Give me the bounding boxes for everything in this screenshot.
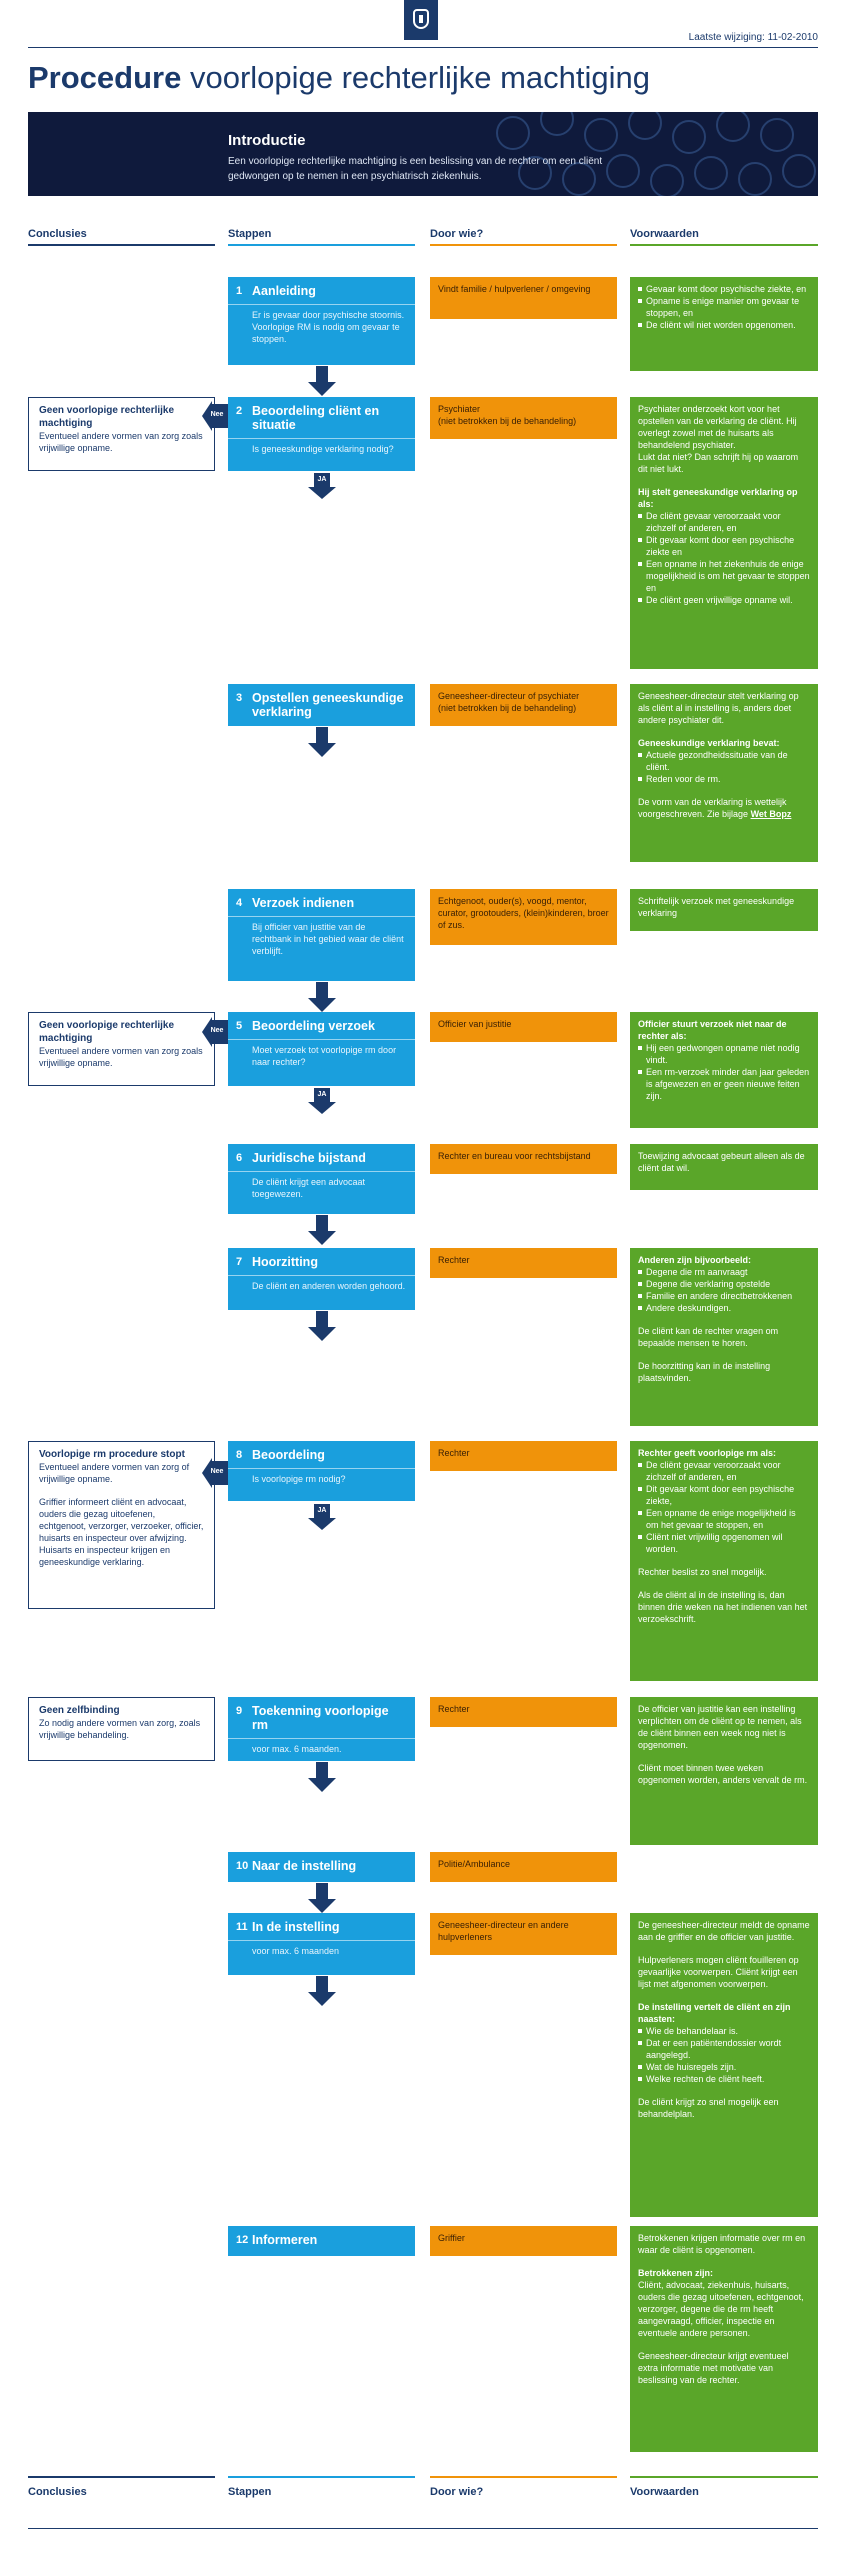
who-3: Geneesheer-directeur of psychiater (niet… <box>430 684 617 726</box>
who-10: Politie/Ambulance <box>430 1852 617 1882</box>
nee-arrow-icon: Nee <box>202 1017 228 1047</box>
down-arrow-icon <box>308 1883 336 1913</box>
government-logo <box>404 0 438 40</box>
cond-6: Toewijzing advocaat gebeurt alleen als d… <box>630 1144 818 1190</box>
down-arrow-icon <box>308 1762 336 1792</box>
conclusion-2: Geen voorlopige rechterlijke machtiging … <box>28 1012 215 1086</box>
col-line-conclusies <box>28 244 215 246</box>
conclusion-1: Geen voorlopige rechterlijke machtiging … <box>28 397 215 471</box>
title-bold: Procedure <box>28 60 182 95</box>
wet-bopz-link[interactable]: Wet Bopz <box>750 809 792 819</box>
nee-arrow-icon: Nee <box>202 1458 228 1488</box>
who-4: Echtgenoot, ouder(s), voogd, mentor, cur… <box>430 889 617 945</box>
col-line-stappen-bottom <box>228 2476 415 2478</box>
conclusion-4: Geen zelfbinding Zo nodig andere vormen … <box>28 1697 215 1761</box>
cond-1: Gevaar komt door psychische ziekte, en O… <box>630 277 818 371</box>
who-7: Rechter <box>430 1248 617 1278</box>
step-number: 1 <box>236 285 243 297</box>
col-line-door-wie-bottom <box>430 2476 617 2478</box>
col-line-stappen <box>228 244 415 246</box>
col-line-conclusies-bottom <box>28 2476 215 2478</box>
page-title: Procedure voorlopige rechterlijke machti… <box>28 60 650 96</box>
cond-9: De officier van justitie kan een instell… <box>630 1697 818 1845</box>
last-modified: Laatste wijziging: 11-02-2010 <box>688 32 818 43</box>
down-arrow-icon <box>308 982 336 1012</box>
cond-5: Officier stuurt verzoek niet naar de rec… <box>630 1012 818 1128</box>
col-voorwaarden-bottom: Voorwaarden <box>630 2486 699 2498</box>
down-arrow-icon <box>308 1215 336 1245</box>
cond-7: Anderen zijn bijvoorbeeld: Degene die rm… <box>630 1248 818 1426</box>
title-rest: voorlopige rechterlijke machtiging <box>181 60 651 95</box>
down-arrow-icon <box>308 727 336 757</box>
cond-2: Psychiater onderzoekt kort voor het opst… <box>630 397 818 669</box>
crest-icon <box>413 9 429 29</box>
header-rule <box>28 47 818 48</box>
who-11: Geneesheer-directeur en andere hulpverle… <box>430 1913 617 1955</box>
people-pattern-icon <box>488 112 818 196</box>
col-stappen-bottom: Stappen <box>228 2486 272 2498</box>
col-voorwaarden: Voorwaarden <box>630 228 699 240</box>
step-desc: Er is gevaar door psychische stoornis. V… <box>252 310 405 344</box>
footer-rule <box>28 2528 818 2529</box>
col-door-wie: Door wie? <box>430 228 484 240</box>
step-1: 1 Aanleiding Er is gevaar door psychische… <box>228 277 415 365</box>
cond-3: Geneesheer-directeur stelt verklaring op… <box>630 684 818 862</box>
col-conclusies-bottom: Conclusies <box>28 2486 87 2498</box>
down-arrow-icon <box>308 1311 336 1341</box>
col-stappen: Stappen <box>228 228 272 240</box>
who-2: Psychiater (niet betrokken bij de behand… <box>430 397 617 439</box>
conclusion-3: Voorlopige rm procedure stopt Eventueel … <box>28 1441 215 1609</box>
col-line-voorwaarden <box>630 244 818 246</box>
intro-text: Een voorlopige rechterlijke machtiging i… <box>228 156 603 182</box>
nee-arrow-icon: Nee <box>202 401 228 431</box>
down-arrow-icon <box>308 366 336 396</box>
cond-12: Betrokkenen krijgen informatie over rm e… <box>630 2226 818 2452</box>
who-8: Rechter <box>430 1441 617 1471</box>
intro-title: Introductie <box>228 132 306 149</box>
down-arrow-icon <box>308 1976 336 2006</box>
col-line-voorwaarden-bottom <box>630 2476 818 2478</box>
ja-arrow-icon: JA <box>308 1088 336 1114</box>
who-9: Rechter <box>430 1697 617 1727</box>
cond-8: Rechter geeft voorlopige rm als: De clië… <box>630 1441 818 1681</box>
col-conclusies: Conclusies <box>28 228 87 240</box>
col-door-wie-bottom: Door wie? <box>430 2486 484 2498</box>
ja-arrow-icon: JA <box>308 1504 336 1530</box>
who-6: Rechter en bureau voor rechtsbijstand <box>430 1144 617 1174</box>
who-5: Officier van justitie <box>430 1012 617 1042</box>
col-line-door-wie <box>430 244 617 246</box>
step-title: Aanleiding <box>252 284 316 298</box>
ja-arrow-icon: JA <box>308 473 336 499</box>
cond-4: Schriftelijk verzoek met geneeskundige v… <box>630 889 818 931</box>
who-12: Griffier <box>430 2226 617 2256</box>
intro-banner: Introductie Een voorlopige rechterlijke … <box>28 112 818 196</box>
cond-11: De geneesheer-directeur meldt de opname … <box>630 1913 818 2217</box>
who-1: Vindt familie / hulpverlener / omgeving <box>430 277 617 319</box>
